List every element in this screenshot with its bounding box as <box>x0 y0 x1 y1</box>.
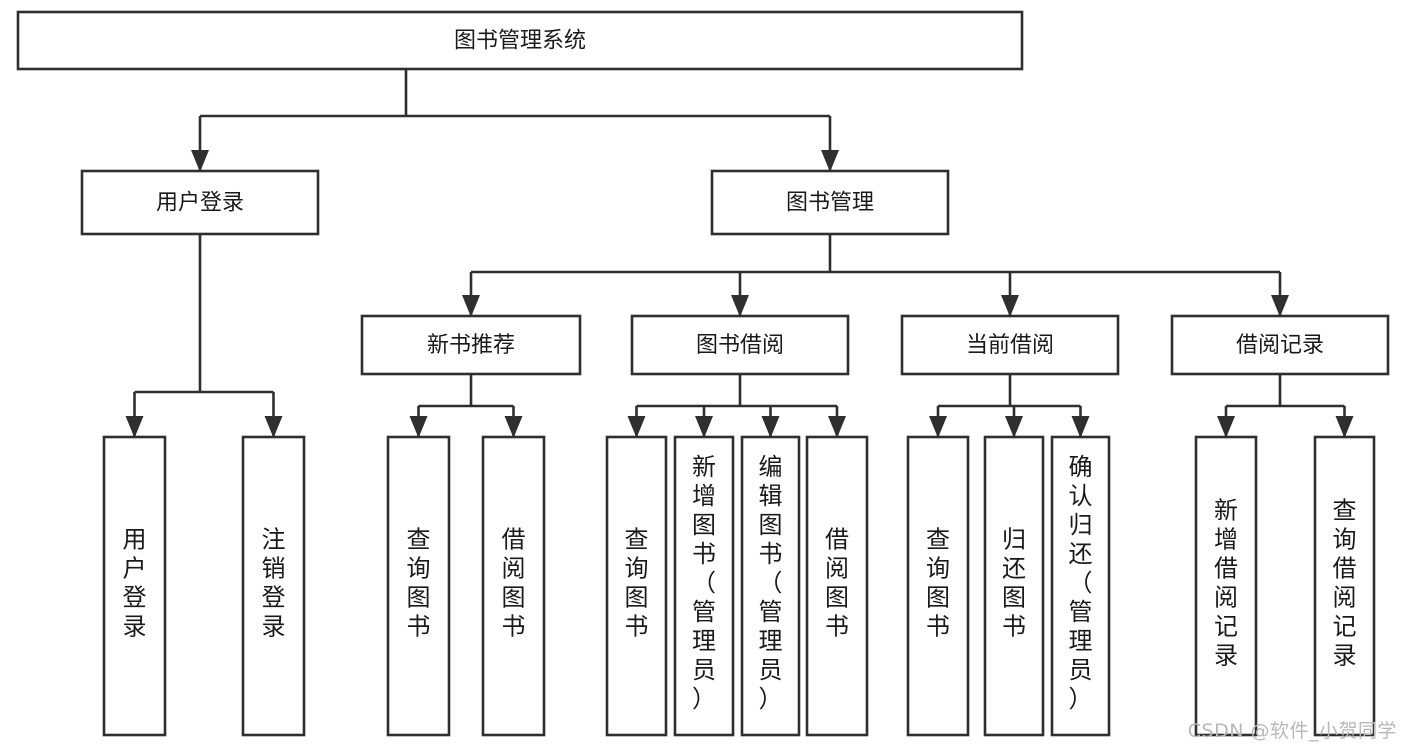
node-leaf-add-record[interactable]: 新增借阅记录 <box>1194 435 1258 737</box>
connector-group-book-manage <box>462 234 1289 317</box>
node-leaf-query-book-b[interactable]: 查询图书 <box>605 435 668 737</box>
connector-group-book-borrow <box>627 374 846 438</box>
node-box-leaf-confirm-return <box>1050 435 1111 737</box>
node-box-root <box>16 10 1024 71</box>
node-label-leaf-query-record: 查询借阅记录 <box>1333 497 1357 670</box>
node-box-leaf-query-book-rec <box>386 435 451 737</box>
connector-arrowhead <box>1005 416 1023 438</box>
connector-group-root <box>191 69 839 172</box>
connector-arrowhead <box>264 416 283 438</box>
node-label-leaf-query-book-b: 查询图书 <box>625 526 649 641</box>
node-box-leaf-user-login <box>102 435 167 737</box>
node-leaf-edit-book[interactable]: 编辑图书（管理员） <box>740 435 801 737</box>
node-box-new-book-rec <box>360 314 582 376</box>
node-box-book-borrow <box>630 314 850 376</box>
node-new-book-rec[interactable]: 新书推荐 <box>360 314 582 376</box>
node-box-leaf-return-book <box>983 435 1045 737</box>
node-label-leaf-return-book: 归还图书 <box>1002 526 1026 641</box>
node-box-leaf-query-book-c <box>906 435 970 737</box>
connector-arrowhead <box>409 416 428 438</box>
node-box-leaf-borrow-book-rec <box>481 435 546 737</box>
node-label-leaf-add-book: 新增图书（管理员） <box>692 453 716 713</box>
node-box-book-manage <box>710 169 950 236</box>
node-leaf-borrow-book-rec[interactable]: 借阅图书 <box>481 435 546 737</box>
node-box-current-borrow <box>900 314 1120 376</box>
node-leaf-user-login[interactable]: 用户登录 <box>102 435 167 737</box>
node-label-leaf-user-login: 用户登录 <box>123 526 147 641</box>
node-leaf-logout[interactable]: 注销登录 <box>241 435 306 737</box>
node-label-leaf-query-book-rec: 查询图书 <box>407 526 431 641</box>
node-label-current-borrow: 当前借阅 <box>966 333 1054 358</box>
node-leaf-query-book-c[interactable]: 查询图书 <box>906 435 970 737</box>
node-label-new-book-rec: 新书推荐 <box>427 333 515 358</box>
node-box-user-login <box>80 169 320 236</box>
node-label-leaf-query-book-c: 查询图书 <box>926 526 950 641</box>
node-box-leaf-add-book <box>673 435 735 737</box>
node-root[interactable]: 图书管理系统 <box>16 10 1024 71</box>
connector-group-current-borrow <box>929 374 1090 438</box>
connector-group-new-book-rec <box>409 374 523 438</box>
connector-arrowhead <box>1335 416 1354 438</box>
connector-arrowhead <box>1001 295 1019 317</box>
csdn-watermark: CSDN @软件_小贺同学 <box>1187 720 1397 742</box>
connector-arrowhead <box>828 416 846 438</box>
node-leaf-query-book-rec[interactable]: 查询图书 <box>386 435 451 737</box>
connector-group-user-login <box>125 234 283 438</box>
node-box-leaf-edit-book <box>740 435 801 737</box>
connector-arrowhead <box>929 416 947 438</box>
connector-arrowhead <box>125 416 144 438</box>
connector-edges <box>125 69 1354 438</box>
node-label-borrow-record: 借阅记录 <box>1236 333 1324 358</box>
node-borrow-record[interactable]: 借阅记录 <box>1170 314 1390 376</box>
node-box-leaf-add-record <box>1194 435 1258 737</box>
connector-arrowhead <box>761 416 780 438</box>
connector-arrowhead <box>1071 416 1090 438</box>
node-leaf-return-book[interactable]: 归还图书 <box>983 435 1045 737</box>
node-box-leaf-query-record <box>1313 435 1376 737</box>
node-label-leaf-borrow-book-b: 借阅图书 <box>825 526 849 641</box>
diagram-nodes: 图书管理系统用户登录图书管理新书推荐图书借阅当前借阅借阅记录用户登录注销登录查询… <box>16 10 1390 737</box>
node-label-leaf-confirm-return: 确认归还（管理员） <box>1069 453 1093 713</box>
node-box-borrow-record <box>1170 314 1390 376</box>
node-label-leaf-add-record: 新增借阅记录 <box>1214 497 1238 670</box>
node-box-leaf-query-book-b <box>605 435 668 737</box>
connector-arrowhead <box>462 295 480 317</box>
connector-arrowhead <box>1217 416 1235 438</box>
node-book-borrow[interactable]: 图书借阅 <box>630 314 850 376</box>
node-label-root: 图书管理系统 <box>454 29 586 54</box>
node-label-book-manage: 图书管理 <box>786 191 874 216</box>
connector-arrowhead <box>1271 295 1289 317</box>
connector-group-borrow-record <box>1217 374 1354 438</box>
connector-arrowhead <box>191 150 209 172</box>
node-book-manage[interactable]: 图书管理 <box>710 169 950 236</box>
node-current-borrow[interactable]: 当前借阅 <box>900 314 1120 376</box>
connector-arrowhead <box>731 295 749 317</box>
connector-arrowhead <box>504 416 523 438</box>
node-leaf-borrow-book-b[interactable]: 借阅图书 <box>805 435 869 737</box>
node-label-leaf-borrow-book-rec: 借阅图书 <box>502 526 526 641</box>
node-label-user-login: 用户登录 <box>156 191 244 216</box>
node-label-book-borrow: 图书借阅 <box>696 333 784 358</box>
node-leaf-confirm-return[interactable]: 确认归还（管理员） <box>1050 435 1111 737</box>
node-leaf-query-record[interactable]: 查询借阅记录 <box>1313 435 1376 737</box>
node-label-leaf-logout: 注销登录 <box>262 526 286 641</box>
node-label-leaf-edit-book: 编辑图书（管理员） <box>759 453 783 713</box>
node-leaf-add-book[interactable]: 新增图书（管理员） <box>673 435 735 737</box>
node-box-leaf-logout <box>241 435 306 737</box>
node-user-login[interactable]: 用户登录 <box>80 169 320 236</box>
connector-arrowhead <box>821 150 839 172</box>
node-box-leaf-borrow-book-b <box>805 435 869 737</box>
connector-arrowhead <box>627 416 646 438</box>
connector-arrowhead <box>695 416 713 438</box>
